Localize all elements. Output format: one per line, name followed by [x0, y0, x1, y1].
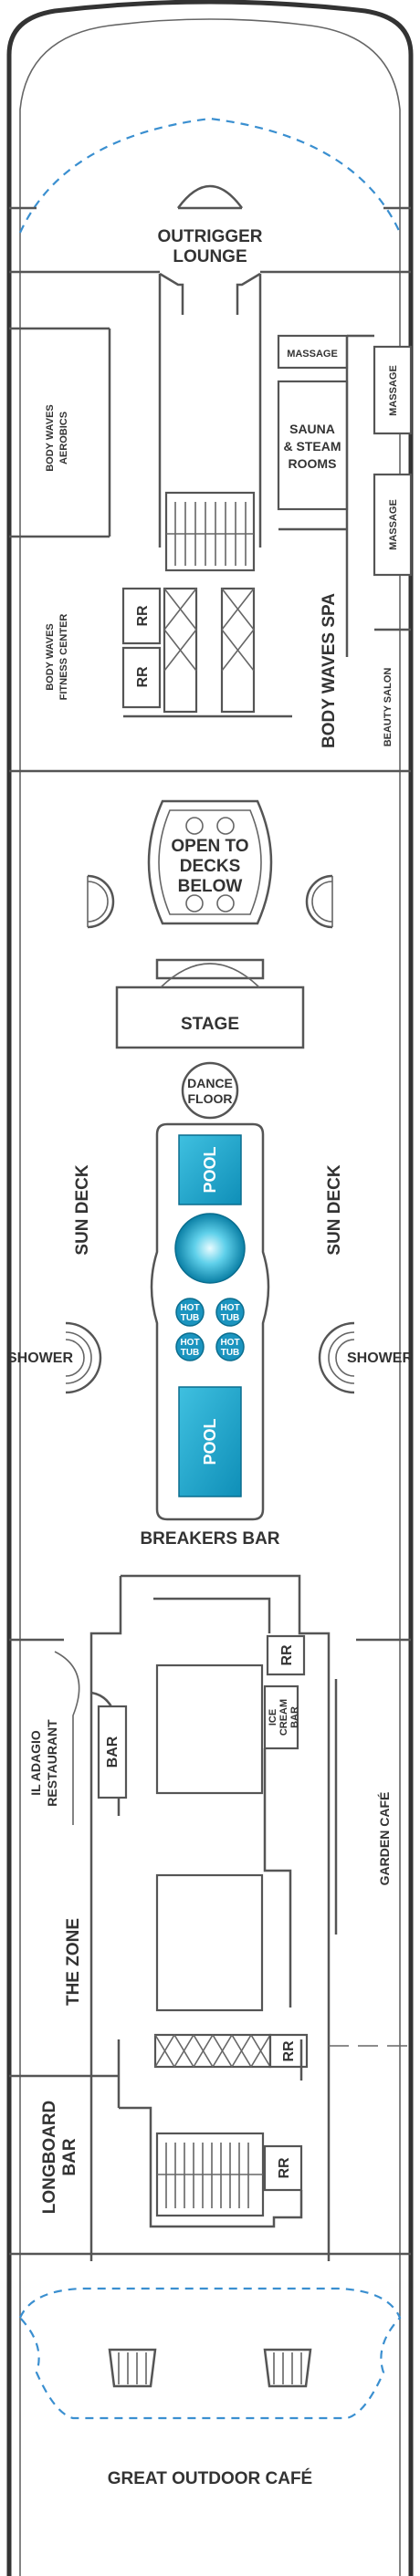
hot-tub-2: [215, 1298, 245, 1327]
aft-walls: [9, 1574, 411, 2420]
elevator-bank-aft: [153, 2033, 272, 2069]
ice-cream-label-2: CREAM: [278, 1699, 289, 1736]
hull-outline: [6, 0, 414, 2576]
il-adagio-label-2: RESTAURANT: [45, 1719, 59, 1807]
lounge-label: LOUNGE: [173, 247, 247, 266]
rr-aft-1: [266, 1634, 306, 1676]
hot-tub-3-tub: TUB: [181, 1348, 200, 1358]
sauna-label-2: & STEAM: [284, 439, 341, 454]
open-label-3: BELOW: [178, 877, 243, 896]
hot-tub-2-hot: HOT: [220, 1303, 239, 1313]
pool-top: [178, 1134, 242, 1205]
the-zone-label: THE ZONE: [64, 1918, 83, 2006]
rr-aft-2-label: RR: [281, 2040, 297, 2062]
hot-tub-1-hot: HOT: [180, 1303, 199, 1313]
shower-left: [65, 1321, 102, 1394]
outrigger-label: OUTRIGGER: [157, 227, 262, 246]
hot-tub-4-hot: HOT: [220, 1338, 239, 1348]
bow-dashed-line: [18, 117, 402, 234]
pool-top-label: POOL: [201, 1146, 219, 1193]
dance-label-2: FLOOR: [188, 1091, 233, 1106]
open-label-2: DECKS: [180, 857, 241, 876]
aft-labels: RR BAR ICE CREAM BAR IL ADAGIO RESTAURAN…: [28, 1644, 392, 2488]
stage-label: STAGE: [181, 1015, 239, 1034]
hot-tub-1: [175, 1298, 205, 1327]
massage-top-label: MASSAGE: [287, 349, 338, 360]
ice-cream-bar: [263, 1684, 299, 1750]
pool-bottom-label: POOL: [201, 1418, 219, 1465]
aerobics-label-2: AEROBICS: [58, 412, 69, 464]
galley-block-upper: [155, 1663, 264, 1795]
fitness-label-2: FITNESS CENTER: [58, 614, 69, 701]
forward-walls: [9, 184, 413, 773]
spa-label: BODY WAVES SPA: [320, 593, 339, 748]
aft-stair-left: [108, 2348, 157, 2388]
sauna-label-3: ROOMS: [289, 456, 337, 471]
hot-tub-2-tub: TUB: [221, 1313, 240, 1323]
rr-aft-3: [263, 2144, 303, 2192]
hot-tub-4-tub: TUB: [221, 1348, 240, 1358]
bar-counter: [97, 1705, 128, 1799]
rr-aft-3-label: RR: [277, 2157, 292, 2179]
bar-label: BAR: [105, 1736, 121, 1768]
massage-room-right-top: [373, 345, 413, 435]
il-adagio-label-1: IL ADAGIO: [28, 1730, 43, 1796]
rr-label-2: RR: [135, 666, 151, 688]
massage-room-right-bottom: [373, 473, 413, 577]
sun-deck-left-label: SUN DECK: [73, 1164, 92, 1256]
rr-aft-1-label: RR: [279, 1644, 295, 1666]
massage-right-top-label: MASSAGE: [388, 365, 399, 416]
dance-label-1: DANCE: [187, 1076, 233, 1090]
longboard-label-1: LONGBOARD: [40, 2101, 59, 2215]
pools: [174, 1134, 246, 1497]
shower-right: [318, 1321, 355, 1394]
sun-deck-right-label: SUN DECK: [325, 1164, 344, 1256]
garden-cafe-label: GARDEN CAFÉ: [377, 1792, 392, 1886]
shower-left-label: SHOWER: [7, 1351, 73, 1366]
hot-tub-3-hot: HOT: [180, 1338, 199, 1348]
atrium-ring-right: [305, 874, 333, 929]
ice-cream-label-1: ICE: [268, 1709, 278, 1726]
galley-block-lower: [155, 1873, 264, 2012]
sauna-room: [277, 380, 349, 511]
sauna-label-1: SAUNA: [289, 422, 335, 436]
midship-labels: OPEN TO DECKS BELOW STAGE DANCE FLOOR SU…: [7, 837, 413, 1549]
fitness-label-1: BODY WAVES: [45, 623, 56, 691]
aft-stair-right: [263, 2348, 312, 2388]
open-label-1: OPEN TO: [171, 837, 248, 856]
ice-cream-label-3: BAR: [289, 1706, 300, 1728]
stair-block: [164, 491, 256, 572]
rr-label-1: RR: [135, 605, 151, 627]
longboard-label-2: BAR: [60, 2138, 79, 2175]
forward-labels: OUTRIGGER LOUNGE BODY WAVES AEROBICS BOD…: [45, 227, 399, 748]
beauty-salon-label: BEAUTY SALON: [383, 668, 394, 747]
jacuzzi-center: [174, 1213, 246, 1284]
shower-right-label: SHOWER: [347, 1351, 413, 1366]
massage-right-bottom-label: MASSAGE: [388, 499, 399, 550]
breakers-bar-label: BREAKERS BAR: [140, 1529, 279, 1549]
great-outdoor-cafe-label: GREAT OUTDOOR CAFÉ: [108, 2468, 312, 2488]
hot-tub-4: [215, 1332, 245, 1361]
aerobics-label-1: BODY WAVES: [45, 404, 56, 472]
massage-room-top: [277, 334, 349, 370]
midship-structures: [65, 799, 355, 1521]
hot-tub-1-tub: TUB: [181, 1313, 200, 1323]
atrium-ring-left: [87, 874, 115, 929]
pool-bottom: [178, 1386, 242, 1497]
hot-tub-3: [175, 1332, 205, 1361]
